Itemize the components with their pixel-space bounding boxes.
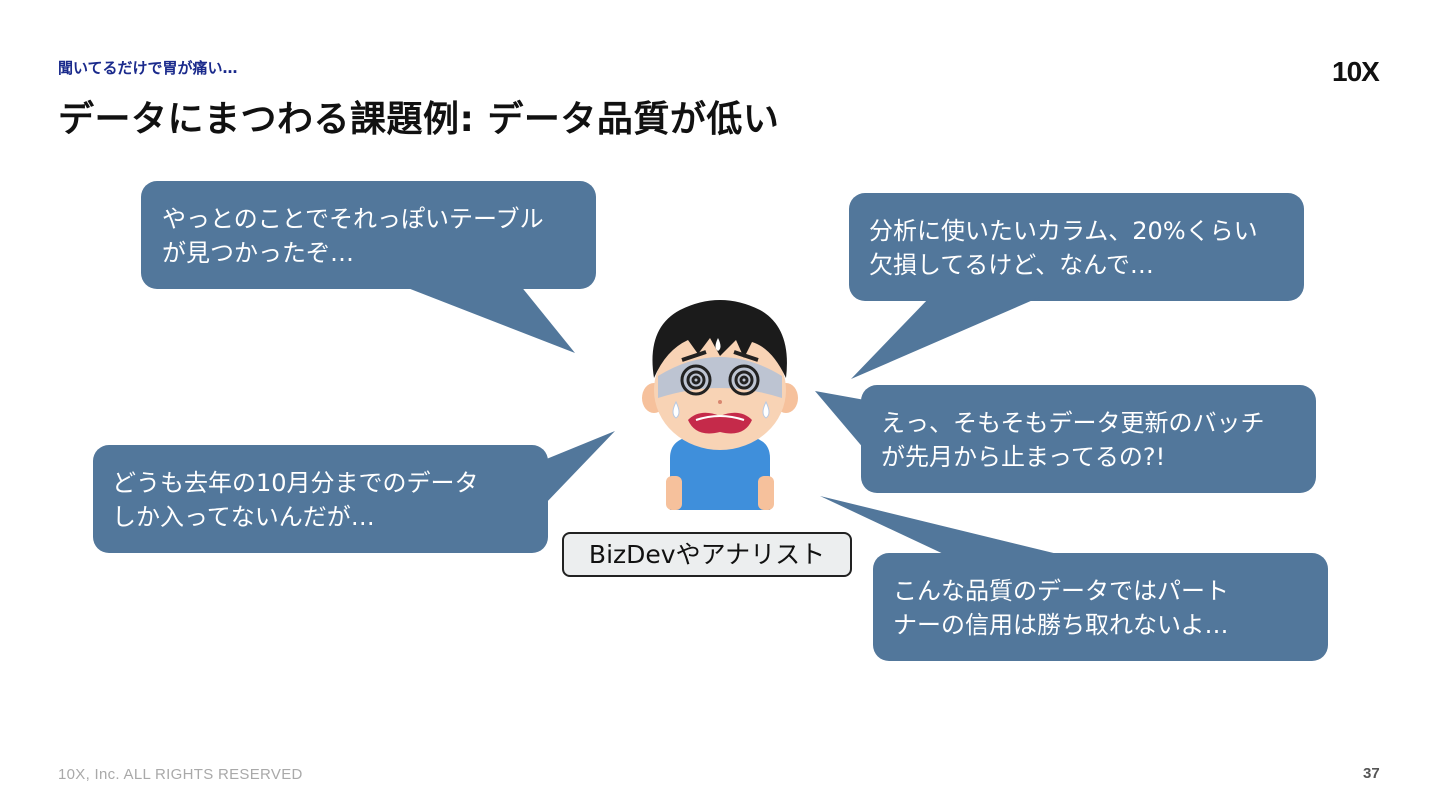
page-number: 37: [1363, 765, 1380, 782]
right-brow: [733, 350, 759, 362]
slide-title: データにまつわる課題例: データ品質が低い: [58, 99, 780, 140]
sweat-drop-left: [672, 400, 680, 419]
speech-bubble-4: [93, 445, 548, 553]
mouth-teeth: [695, 415, 745, 421]
speech-bubble-1-tail: [400, 285, 575, 353]
speech-bubble-4-tail: [544, 431, 615, 505]
hair: [652, 300, 787, 378]
left-brow: [681, 350, 707, 362]
speech-bubble-3-text: えっ、そもそもデータ更新のバッチ が先月から止まってるの?!: [881, 409, 1265, 471]
left-arm: [666, 476, 682, 510]
speech-bubble-3: [861, 385, 1316, 493]
right-arm: [758, 476, 774, 510]
nose: [718, 400, 722, 404]
worried-person-illustration: [642, 300, 798, 510]
speech-bubble-5-text: こんな品質のデータではパート ナーの信用は勝ち取れないよ…: [893, 577, 1229, 639]
speech-bubble-2: [849, 193, 1304, 301]
footer-copyright: 10X, Inc. ALL RIGHTS RESERVED: [58, 766, 303, 783]
speech-bubble-4-text: どうも去年の10月分までのデータ しか入ってないんだが…: [112, 469, 479, 531]
sweat-drop-top: [715, 338, 721, 351]
speech-bubble-5: [873, 553, 1328, 661]
swirl-eyes: [680, 364, 760, 396]
speech-bubble-3-tail: [815, 391, 865, 450]
speech-bubble-1-text: やっとのことでそれっぽいテーブル が見つかったぞ…: [162, 205, 544, 267]
speech-bubble-1: [141, 181, 596, 289]
speech-bubble-2-text: 分析に使いたいカラム、20%くらい 欠損してるけど、なんで…: [869, 217, 1258, 279]
speech-bubble-2-tail: [851, 297, 1040, 379]
shirt: [670, 436, 770, 510]
persona-label: BizDevやアナリスト: [562, 532, 852, 577]
sweat-drop-right: [762, 400, 770, 419]
company-logo: 10X: [1332, 56, 1380, 87]
slide-subtitle: 聞いてるだけで胃が痛い…: [58, 59, 238, 77]
speech-bubble-5-tail: [820, 496, 1070, 557]
